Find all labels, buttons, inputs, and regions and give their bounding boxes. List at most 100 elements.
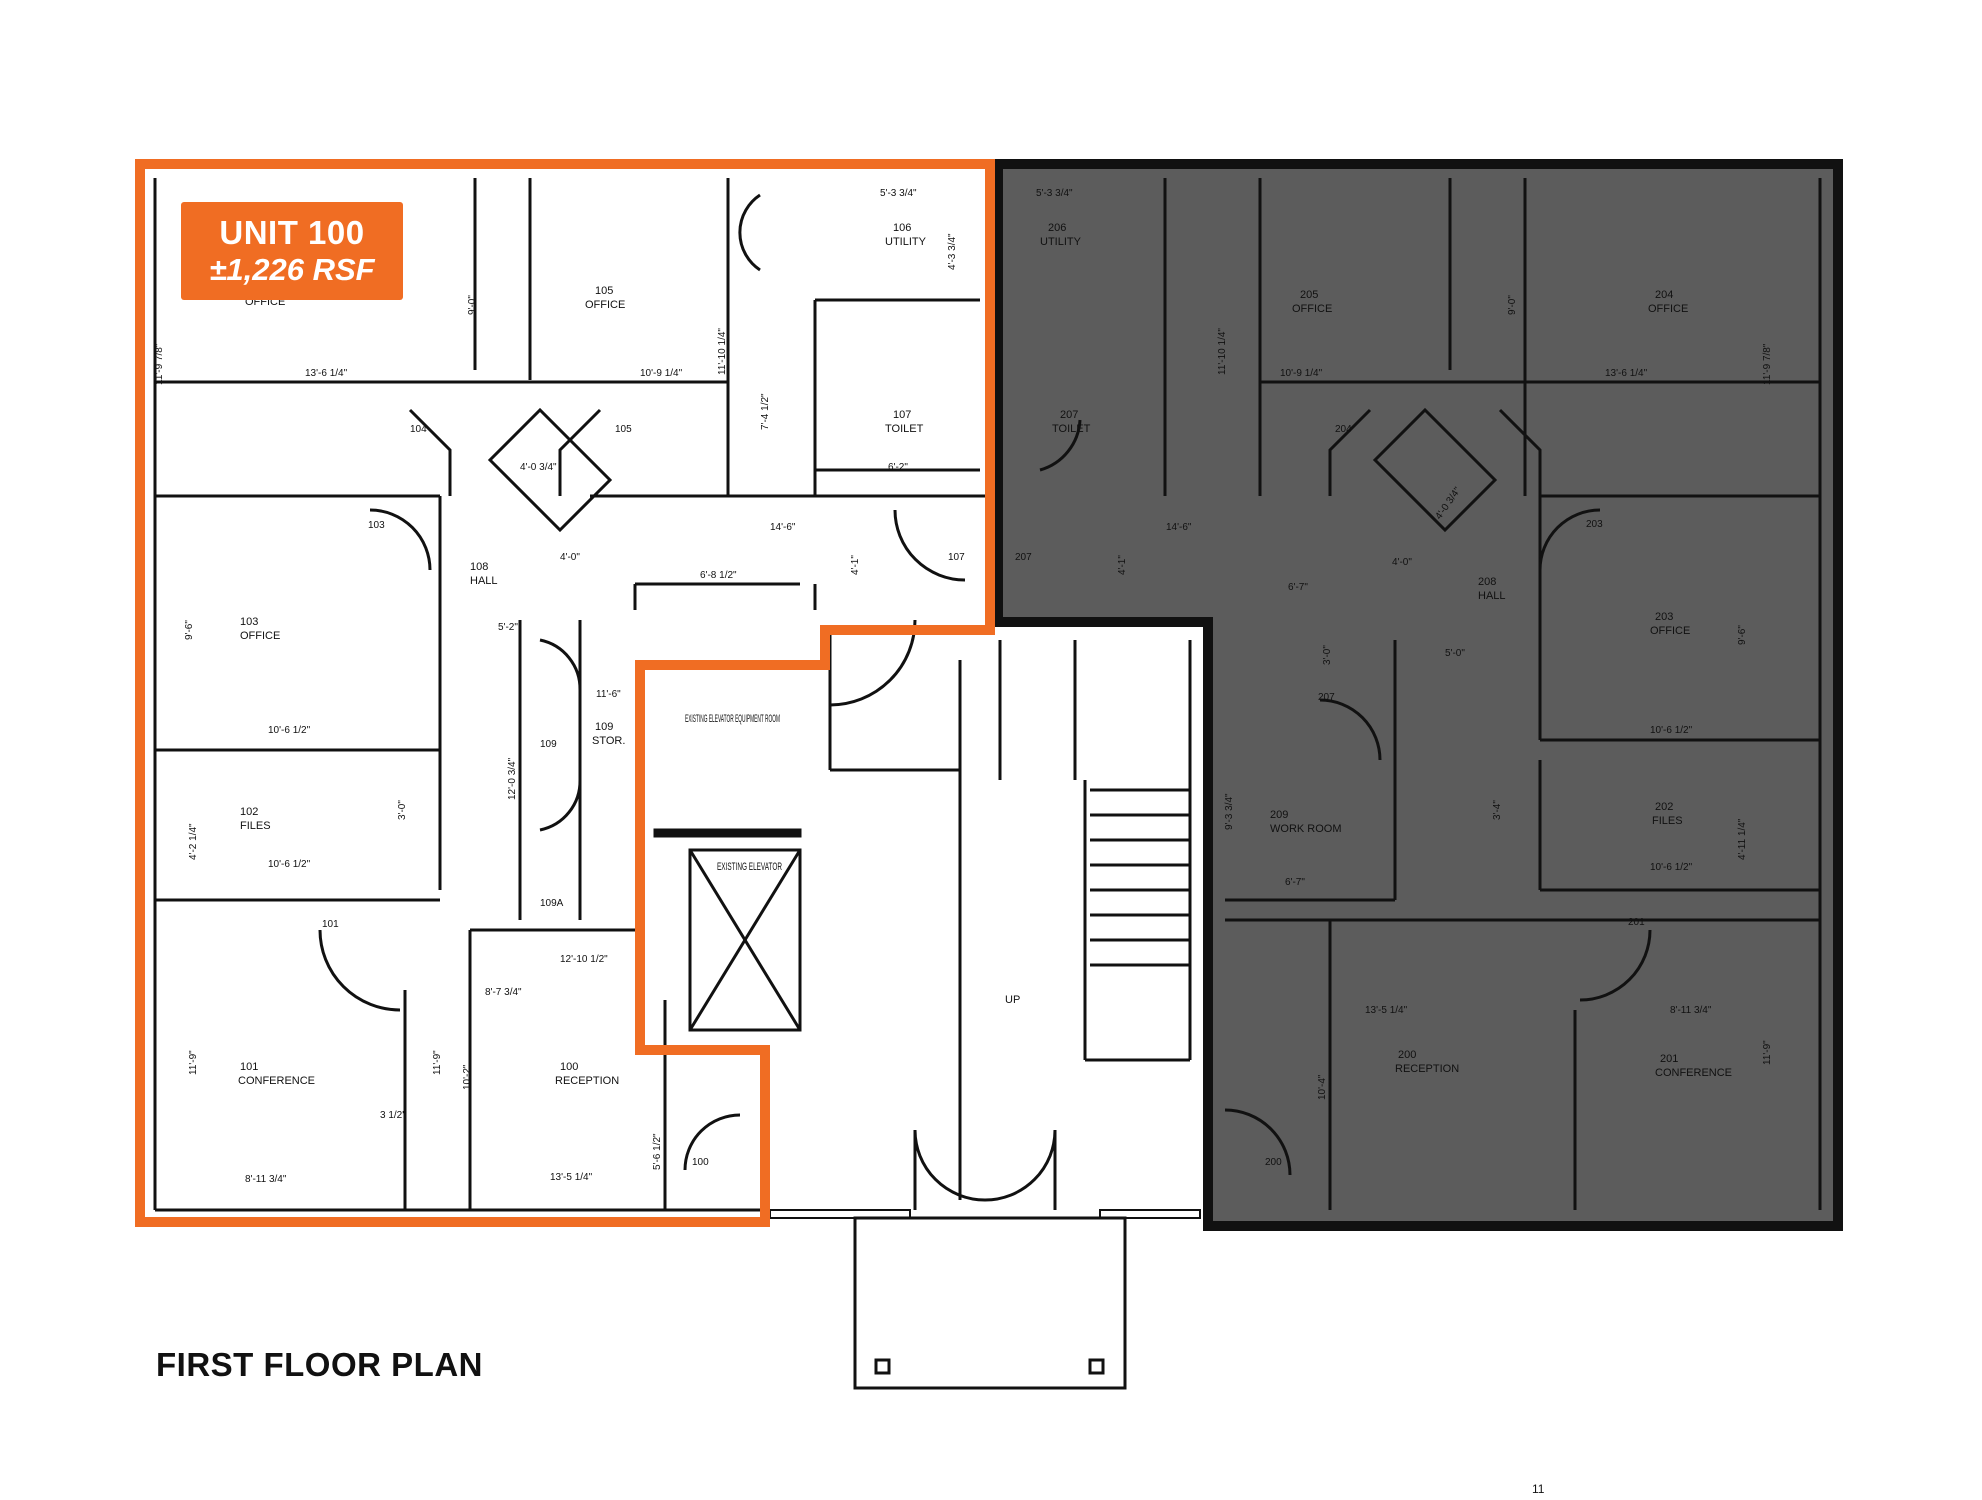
svg-text:4'-11 1/4": 4'-11 1/4" [1737, 818, 1748, 860]
svg-text:13'-5 1/4": 13'-5 1/4" [550, 1172, 593, 1183]
room-label-203: OFFICE [1650, 625, 1690, 637]
unit-200-shaded-area [993, 159, 1843, 1231]
core-labels: EXISTING ELEVATOR EQUIPMENT ROOM EXISTIN… [685, 713, 1020, 1006]
svg-text:3'-0": 3'-0" [397, 800, 408, 820]
door-tag: 105 [615, 424, 632, 435]
svg-text:14'-6": 14'-6" [770, 522, 796, 533]
door-tag: 109 [540, 739, 557, 750]
room-number-104: 105 [595, 285, 613, 297]
svg-text:4'-0 3/4": 4'-0 3/4" [520, 462, 557, 473]
room-number-109: 109 [595, 721, 613, 733]
svg-text:11'-9 7/8": 11'-9 7/8" [1762, 343, 1773, 385]
plan-title: FIRST FLOOR PLAN [156, 1346, 483, 1383]
room-label-109: STOR. [592, 735, 625, 747]
room-number-106: 106 [893, 222, 911, 234]
room-label-106: UTILITY [885, 236, 927, 248]
door-tag: 107 [948, 552, 965, 563]
room-label-103: OFFICE [240, 630, 280, 642]
svg-text:10'-4": 10'-4" [1317, 1074, 1328, 1100]
svg-text:11'-9": 11'-9" [188, 1050, 199, 1075]
svg-text:14'-6": 14'-6" [1166, 522, 1192, 533]
svg-text:9'-6": 9'-6" [1737, 625, 1748, 645]
door-tag: 100 [692, 1157, 709, 1168]
room-number-102: 102 [240, 806, 258, 818]
svg-text:11'-6": 11'-6" [596, 689, 621, 700]
svg-text:9'-0": 9'-0" [1507, 295, 1518, 315]
door-tag: 103 [368, 520, 385, 531]
room-label-101: CONFERENCE [238, 1075, 315, 1087]
room-label-200: RECEPTION [1395, 1063, 1459, 1075]
dimension-strings: 5'-3 3/4" 4'-3 3/4" 11'-9 7/8" 13'-6 1/4… [154, 188, 1773, 1185]
svg-text:4'-1": 4'-1" [850, 555, 861, 575]
svg-text:5'-3 3/4": 5'-3 3/4" [1036, 188, 1073, 199]
svg-text:4'-0": 4'-0" [560, 552, 580, 563]
svg-text:10'-6 1/2": 10'-6 1/2" [268, 859, 311, 870]
door-tag: 207 [1318, 692, 1335, 703]
core-linework [653, 619, 1201, 1390]
stair-up-marker: UP [1005, 994, 1020, 1006]
room-label-102: FILES [240, 820, 271, 832]
svg-text:9'-6": 9'-6" [184, 620, 195, 640]
door-tag: 203 [1586, 519, 1603, 530]
svg-text:6'-8 1/2": 6'-8 1/2" [700, 570, 737, 581]
door-tag: 204 [1335, 424, 1352, 435]
room-number-204: 204 [1655, 289, 1673, 301]
room-label-105: OFFICE [585, 299, 625, 311]
unit-100-badge: UNIT 100 ±1,226 RSF [181, 202, 403, 300]
room-label-205: OFFICE [1292, 303, 1332, 315]
unit-200-linework [1039, 178, 1822, 1210]
svg-text:5'-2": 5'-2" [498, 622, 518, 633]
door-tag: 200 [1265, 1157, 1282, 1168]
room-label-207: TOILET [1052, 423, 1091, 435]
door-tag: 201 [1628, 917, 1645, 928]
page-number: 11 [1532, 1482, 1545, 1496]
room-number-108: 108 [470, 561, 488, 573]
svg-text:8'-7 3/4": 8'-7 3/4" [485, 987, 522, 998]
room-label-108: HALL [470, 575, 498, 587]
room-label-107: TOILET [885, 423, 924, 435]
door-tag: 104 [410, 424, 427, 435]
svg-text:4'-1": 4'-1" [1117, 555, 1128, 575]
svg-text:6'-2": 6'-2" [888, 462, 908, 473]
svg-text:13'-5 1/4": 13'-5 1/4" [1365, 1005, 1408, 1016]
svg-text:11'-9 7/8": 11'-9 7/8" [154, 343, 165, 385]
svg-text:5'-3 3/4": 5'-3 3/4" [880, 188, 917, 199]
door-tag: 109A [540, 898, 564, 909]
room-label-202: FILES [1652, 815, 1683, 827]
room-label-100: RECEPTION [555, 1075, 619, 1087]
room-label-208: HALL [1478, 590, 1506, 602]
svg-text:13'-6 1/4": 13'-6 1/4" [305, 368, 348, 379]
door-tags: 104 105 103 101 100 107 109 109A 204 203… [322, 424, 1645, 1168]
room-labels-unit-100: OFFICE 105 OFFICE 106 UTILITY 107 TOILET… [238, 222, 927, 1087]
svg-text:3'-4": 3'-4" [1492, 800, 1503, 820]
elevator-label: EXISTING ELEVATOR [717, 861, 782, 873]
room-number-103: 103 [240, 616, 258, 628]
svg-text:7'-4 1/2": 7'-4 1/2" [760, 393, 771, 430]
svg-text:11'-9": 11'-9" [432, 1050, 443, 1075]
room-number-101: 101 [240, 1061, 258, 1073]
room-number-200: 200 [1398, 1049, 1416, 1061]
svg-text:3'-0": 3'-0" [1322, 645, 1333, 665]
svg-text:4'-0": 4'-0" [1392, 557, 1412, 568]
svg-text:8'-11 3/4": 8'-11 3/4" [245, 1174, 287, 1185]
svg-text:11'-9": 11'-9" [1762, 1040, 1773, 1065]
room-number-206: 206 [1048, 222, 1066, 234]
svg-text:11'-10 1/4": 11'-10 1/4" [717, 328, 728, 375]
svg-text:4'-2 1/4": 4'-2 1/4" [188, 823, 199, 860]
room-number-107: 107 [893, 409, 911, 421]
room-number-201: 201 [1660, 1053, 1678, 1065]
room-number-100: 100 [560, 1061, 578, 1073]
equipment-room-label: EXISTING ELEVATOR EQUIPMENT ROOM [685, 713, 780, 725]
room-label-201: CONFERENCE [1655, 1067, 1732, 1079]
room-label-204: OFFICE [1648, 303, 1688, 315]
door-tag: 207 [1015, 552, 1032, 563]
svg-text:10'-9 1/4": 10'-9 1/4" [1280, 368, 1323, 379]
unit-name: UNIT 100 [219, 214, 365, 251]
svg-text:3 1/2": 3 1/2" [380, 1110, 406, 1121]
svg-text:10'-6 1/2": 10'-6 1/2" [1650, 725, 1693, 736]
room-number-202: 202 [1655, 801, 1673, 813]
svg-text:9'-3 3/4": 9'-3 3/4" [1224, 793, 1235, 830]
svg-text:10'-6 1/2": 10'-6 1/2" [1650, 862, 1693, 873]
room-number-203: 203 [1655, 611, 1673, 623]
